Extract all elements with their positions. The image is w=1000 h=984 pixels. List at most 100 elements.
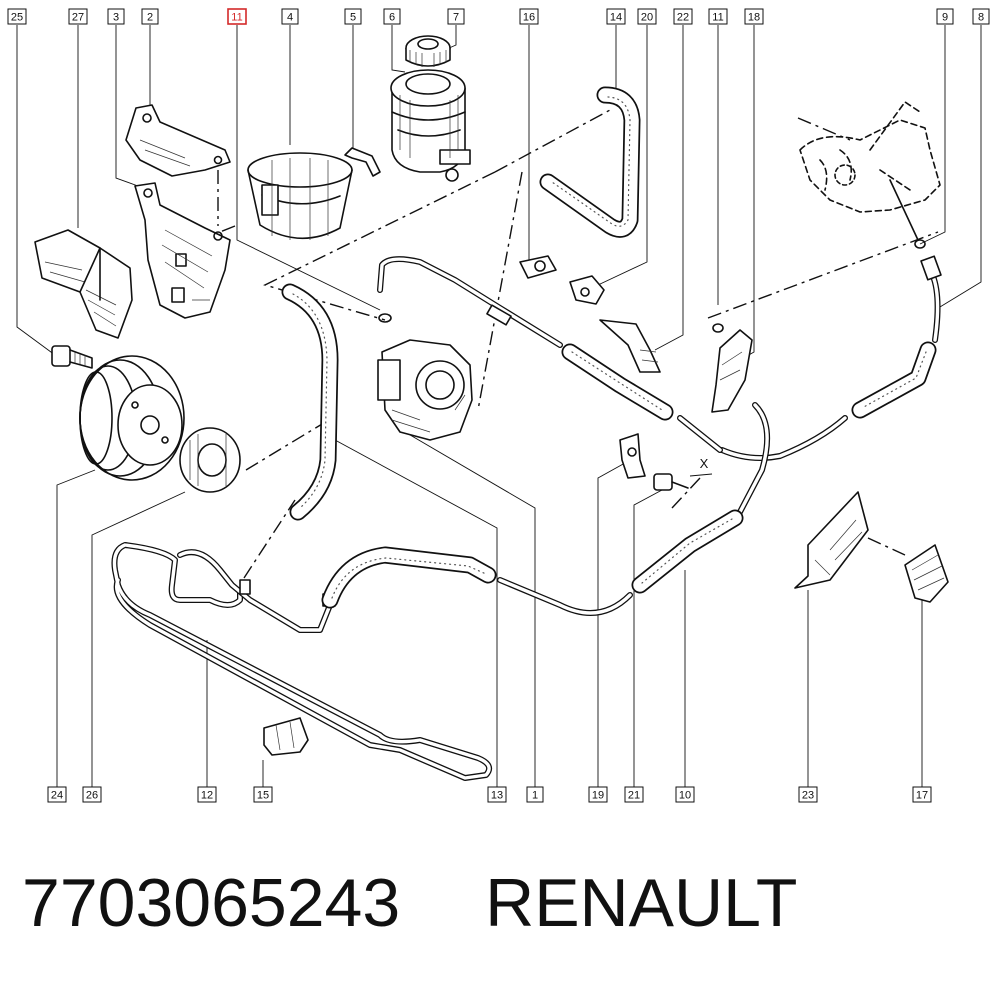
callout-label: 11 [712, 12, 723, 24]
cooler-bracket-23 [794, 491, 869, 589]
callout-label: 16 [523, 12, 535, 24]
callout-label: 15 [257, 790, 269, 802]
callout-box-frame [447, 8, 465, 25]
assembly-lines [217, 109, 939, 579]
callout-13: 13 [487, 786, 507, 803]
callout-label: 27 [72, 12, 84, 24]
callout-box-frame [82, 786, 102, 803]
callout-label: 14 [610, 12, 622, 24]
callout-26: 26 [82, 786, 102, 803]
pulley-hub [179, 427, 241, 493]
callout-2: 2 [141, 8, 159, 25]
callout-18: 18 [744, 8, 764, 25]
pipe-clip-22 [599, 319, 661, 373]
callout-21: 21 [624, 786, 644, 803]
leader-lines [16, 25, 982, 787]
pressure-pipe-right [719, 255, 942, 461]
callout-22: 22 [673, 8, 693, 25]
x-marker-label: X [700, 456, 709, 471]
fluid-cooler-pipe [111, 542, 493, 781]
cooler-return-hose [321, 546, 497, 609]
callout-box-frame [744, 8, 764, 25]
pump-pulley [79, 355, 185, 481]
callout-box-frame [344, 8, 362, 25]
callout-label: 25 [11, 12, 23, 24]
callout-label: 19 [592, 790, 604, 802]
nut-21 [653, 473, 689, 491]
callout-box-frame [197, 786, 217, 803]
callout-23: 23 [798, 786, 818, 803]
small-clip [344, 147, 381, 177]
callout-19: 19 [588, 786, 608, 803]
callout-10: 10 [675, 786, 695, 803]
return-hose-upper [539, 86, 641, 238]
callout-box-frame [526, 786, 544, 803]
pump-bracket [134, 182, 231, 319]
callout-label: 8 [978, 12, 984, 24]
callout-6: 6 [383, 8, 401, 25]
callout-label: 24 [51, 790, 63, 802]
callout-box-frame [47, 786, 67, 803]
callout-box-frame [708, 8, 728, 25]
callout-label: 26 [86, 790, 98, 802]
callout-box-frame [227, 8, 247, 25]
callout-label: 23 [802, 790, 814, 802]
pipe-clip-15 [263, 717, 309, 756]
pipe-clip-20 [569, 275, 605, 305]
callout-label: 4 [287, 12, 293, 24]
callout-label: 1 [532, 790, 538, 802]
pipe-bracket-18 [711, 329, 753, 413]
callout-box-frame [673, 8, 693, 25]
callout-box-frame [972, 8, 990, 25]
part-number: 7703065243 [22, 865, 401, 941]
callout-label: 11 [231, 12, 242, 24]
callout-box-frame [253, 786, 273, 803]
callout-box-frame [912, 786, 932, 803]
callout-27: 27 [68, 8, 88, 25]
callout-box-frame [675, 786, 695, 803]
mount-block-17 [904, 544, 949, 603]
callout-12: 12 [197, 786, 217, 803]
seal-ring-left [378, 313, 392, 323]
callout-label: 9 [942, 12, 948, 24]
reservoir-cap [405, 35, 451, 67]
callout-label: 22 [677, 12, 689, 24]
callout-box-frame [68, 8, 88, 25]
callout-box-frame [487, 786, 507, 803]
callout-11: 11 [227, 8, 247, 25]
callout-label: 6 [389, 12, 395, 24]
callout-9: 9 [936, 8, 954, 25]
callout-label: 5 [350, 12, 356, 24]
callout-box-frame [624, 786, 644, 803]
callout-box-frame [107, 8, 125, 25]
callout-label: 12 [201, 790, 213, 802]
callout-box-frame [7, 8, 27, 25]
callout-label: 17 [916, 790, 928, 802]
callout-box-frame [606, 8, 626, 25]
callout-box-frame [519, 8, 539, 25]
callout-7: 7 [447, 8, 465, 25]
pulley-bolt [51, 345, 93, 369]
callout-label: 13 [491, 790, 503, 802]
hose-clamp-band [247, 152, 353, 240]
callout-label: 3 [113, 12, 119, 24]
callout-label: 10 [679, 790, 691, 802]
callout-box-frame [798, 786, 818, 803]
callout-11: 11 [708, 8, 728, 25]
upper-bracket [125, 104, 231, 177]
callout-5: 5 [344, 8, 362, 25]
callout-14: 14 [606, 8, 626, 25]
callout-8: 8 [972, 8, 990, 25]
callout-box-frame [141, 8, 159, 25]
heat-shield-bracket [34, 229, 133, 339]
brand-name: RENAULT [485, 865, 798, 941]
pump-feed-hose [281, 283, 339, 521]
callout-15: 15 [253, 786, 273, 803]
pipe-union [519, 255, 557, 279]
callout-box-frame [281, 8, 299, 25]
callout-label: 21 [628, 790, 640, 802]
callout-25: 25 [7, 8, 27, 25]
pipe-clip-19 [619, 433, 646, 479]
callout-17: 17 [912, 786, 932, 803]
